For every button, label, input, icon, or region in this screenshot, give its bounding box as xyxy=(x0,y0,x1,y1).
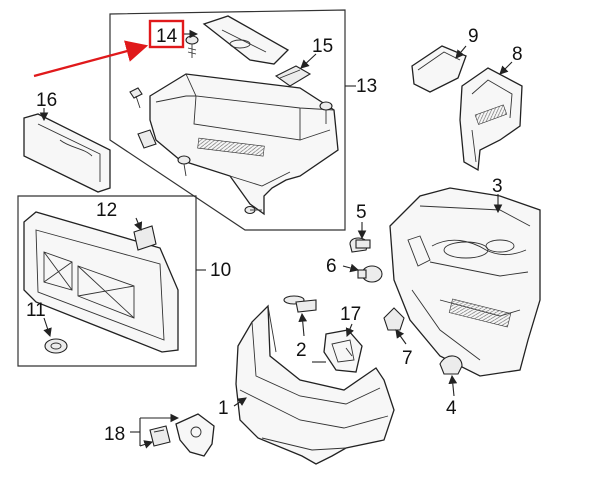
part-5-grommet xyxy=(349,237,371,253)
callout-7: 7 xyxy=(402,348,413,369)
part-screw-d xyxy=(177,155,191,177)
part-10-panel xyxy=(23,211,179,353)
callout-15: 15 xyxy=(312,36,333,57)
callout-18: 18 xyxy=(104,424,125,445)
callout-6: 6 xyxy=(326,256,337,277)
callout-10: 10 xyxy=(210,260,231,281)
callout-2: 2 xyxy=(296,340,307,361)
part-18-connector-a xyxy=(149,425,171,447)
part-9-cover xyxy=(411,45,467,93)
callout-16: 16 xyxy=(36,90,57,111)
part-15-clip xyxy=(274,65,312,87)
callout-13: 13 xyxy=(356,76,377,97)
part-11-pin xyxy=(44,338,68,354)
callout-17: 17 xyxy=(340,304,361,325)
part-14-cover xyxy=(202,15,290,65)
highlight-arrow xyxy=(33,40,149,78)
part-8-bracket xyxy=(459,67,523,172)
callout-12: 12 xyxy=(96,200,117,221)
callout-4: 4 xyxy=(446,398,457,419)
part-screw-a xyxy=(129,87,143,109)
callout-3: 3 xyxy=(492,176,503,197)
callout-11: 11 xyxy=(26,300,46,321)
part-4-bumper xyxy=(439,355,463,375)
part-screw-e xyxy=(244,205,262,215)
callout-5: 5 xyxy=(356,202,367,223)
part-screw-b xyxy=(319,101,333,124)
part-2-push-clip xyxy=(283,295,317,313)
part-17-latch xyxy=(323,329,363,373)
part-clip-c xyxy=(137,129,157,149)
assembly-10-frame xyxy=(17,195,197,367)
part-13-tray xyxy=(149,73,339,216)
part-3-trunk-liner xyxy=(389,187,541,377)
part-16-panel xyxy=(23,113,111,193)
part-1-side-trim xyxy=(235,304,395,465)
part-18-connector-b xyxy=(175,413,215,457)
part-7-bumper xyxy=(383,307,405,331)
callout-8: 8 xyxy=(512,44,523,65)
callout-1: 1 xyxy=(218,398,229,419)
highlight-box xyxy=(148,19,185,49)
callout-14: 14 xyxy=(156,26,178,47)
assembly-13-frame xyxy=(109,9,346,231)
part-6-cap xyxy=(357,265,383,283)
part-12-clip xyxy=(133,225,157,251)
callout-9: 9 xyxy=(468,26,479,47)
part-screw-14 xyxy=(185,35,199,58)
